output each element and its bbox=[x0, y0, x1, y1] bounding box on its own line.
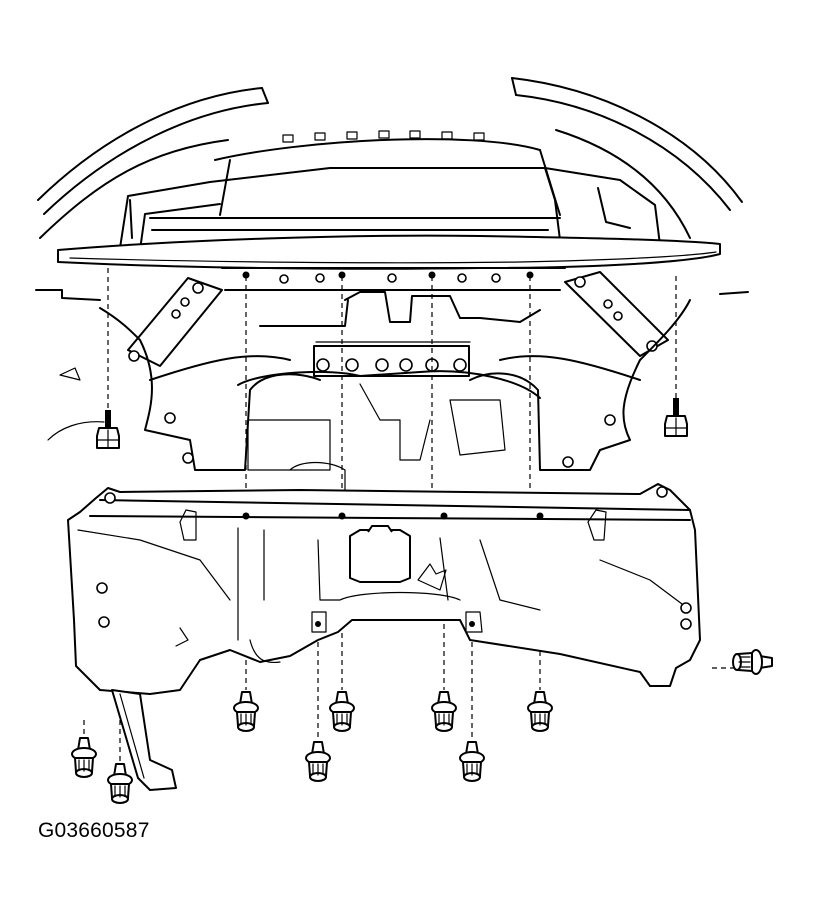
shield-mount-points bbox=[242, 512, 544, 627]
bolt-icon bbox=[96, 410, 120, 449]
push-clip-icon bbox=[233, 691, 259, 732]
push-clip-icon bbox=[305, 741, 331, 782]
figure-code: G03660587 bbox=[38, 819, 150, 842]
splash-shield bbox=[67, 483, 701, 695]
push-clip-icon bbox=[527, 691, 553, 732]
push-clip-icon bbox=[459, 741, 485, 782]
push-clip-icon bbox=[732, 649, 773, 675]
bolt-icon bbox=[664, 398, 688, 437]
push-clip-icon bbox=[107, 763, 133, 804]
lower-left-bracket bbox=[111, 689, 177, 791]
radiator-support bbox=[119, 130, 661, 251]
push-clip-icon bbox=[329, 691, 355, 732]
fender-arches bbox=[37, 77, 743, 239]
upper-crossmember bbox=[57, 234, 721, 270]
clip-group bbox=[71, 649, 773, 804]
radiator-slots bbox=[282, 130, 485, 143]
push-clip-icon bbox=[71, 737, 97, 778]
subframe bbox=[35, 267, 749, 491]
upper-mount-points bbox=[242, 271, 534, 279]
push-clip-icon bbox=[431, 691, 457, 732]
